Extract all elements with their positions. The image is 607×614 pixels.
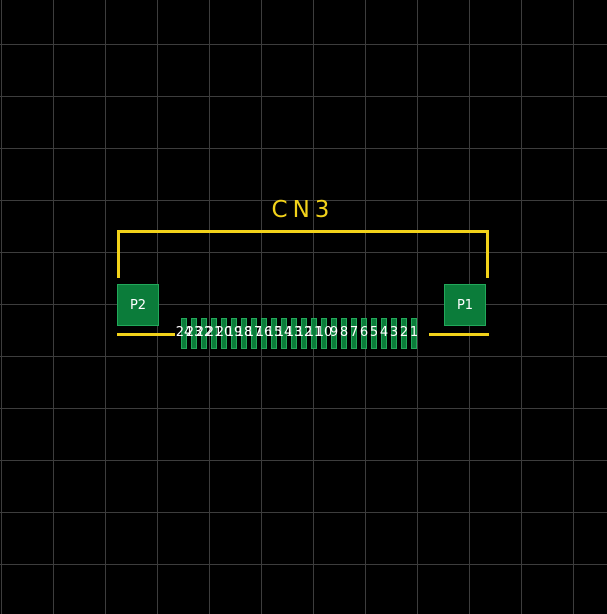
pin-pad-1[interactable] <box>411 318 417 349</box>
pin-pad-14[interactable] <box>281 318 287 349</box>
pin-pad-6[interactable] <box>361 318 367 349</box>
pin-pad-5[interactable] <box>371 318 377 349</box>
pin-number-4: 4 <box>379 325 389 340</box>
pin-number-10: 10 <box>315 325 333 340</box>
silkscreen-bottom-left <box>117 333 175 336</box>
pin-pad-23[interactable] <box>191 318 197 349</box>
silkscreen-top-edge <box>117 230 489 233</box>
pin-number-3: 3 <box>389 325 399 340</box>
pin-number-6: 6 <box>359 325 369 340</box>
pin-number-2: 2 <box>399 325 409 340</box>
pin-number-9: 9 <box>329 325 339 340</box>
pin-pad-11[interactable] <box>311 318 317 349</box>
pin-pad-8[interactable] <box>341 318 347 349</box>
pin-number-17: 17 <box>245 325 263 340</box>
pin-number-11: 11 <box>305 325 323 340</box>
component-refdes[interactable]: CN3 <box>271 197 335 223</box>
silkscreen-bottom-right <box>429 333 489 336</box>
mount-pad-p1[interactable]: P1 <box>444 284 486 326</box>
pin-number-20: 20 <box>215 325 233 340</box>
pin-number-16: 16 <box>255 325 273 340</box>
pin-number-8: 8 <box>339 325 349 340</box>
pin-pad-2[interactable] <box>401 318 407 349</box>
pin-number-22: 22 <box>195 325 213 340</box>
mount-pad-p2[interactable]: P2 <box>117 284 159 326</box>
silkscreen-left-edge <box>117 230 120 278</box>
pin-number-18: 18 <box>235 325 253 340</box>
pin-pad-17[interactable] <box>251 318 257 349</box>
pin-number-13: 13 <box>285 325 303 340</box>
pin-pad-16[interactable] <box>261 318 267 349</box>
pin-pad-15[interactable] <box>271 318 277 349</box>
silkscreen-right-edge <box>486 230 489 278</box>
pin-pad-13[interactable] <box>291 318 297 349</box>
pin-number-1: 1 <box>409 325 419 340</box>
pin-pad-10[interactable] <box>321 318 327 349</box>
pin-number-14: 14 <box>275 325 293 340</box>
pin-number-24: 24 <box>175 325 193 340</box>
pin-number-5: 5 <box>369 325 379 340</box>
pin-pad-7[interactable] <box>351 318 357 349</box>
pin-number-15: 15 <box>265 325 283 340</box>
pin-pad-12[interactable] <box>301 318 307 349</box>
pin-pad-19[interactable] <box>231 318 237 349</box>
pin-pad-9[interactable] <box>331 318 337 349</box>
pin-pad-24[interactable] <box>181 318 187 349</box>
pin-pad-3[interactable] <box>391 318 397 349</box>
pin-number-7: 7 <box>349 325 359 340</box>
pin-pad-21[interactable] <box>211 318 217 349</box>
pin-number-12: 12 <box>295 325 313 340</box>
pin-number-23: 23 <box>185 325 203 340</box>
pin-pad-18[interactable] <box>241 318 247 349</box>
pin-number-19: 19 <box>225 325 243 340</box>
pin-pad-22[interactable] <box>201 318 207 349</box>
pin-number-21: 21 <box>205 325 223 340</box>
pin-pad-20[interactable] <box>221 318 227 349</box>
pin-pad-4[interactable] <box>381 318 387 349</box>
